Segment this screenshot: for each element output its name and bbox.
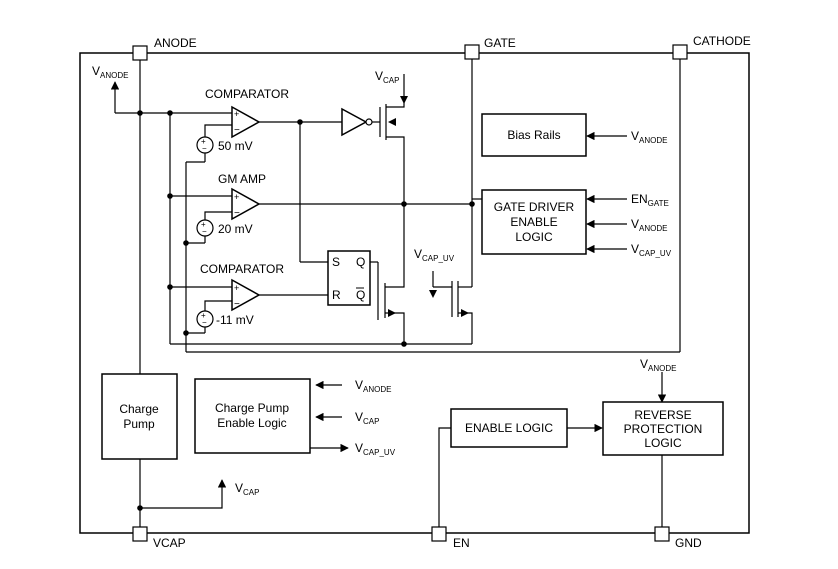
bias-rails-block: Bias Rails xyxy=(481,113,587,157)
inverter xyxy=(341,107,373,137)
svg-text:Pump: Pump xyxy=(123,417,155,431)
svg-text:EN: EN xyxy=(453,536,470,550)
label-vanode-reverse: VANODE xyxy=(640,357,676,373)
pin-vcap: VCAP xyxy=(132,526,186,550)
comparator-top-label: COMPARATOR xyxy=(205,87,289,101)
sr-latch: S R Q Q xyxy=(327,250,371,306)
gate-driver-block: GATE DRIVER ENABLE LOGIC xyxy=(481,189,587,255)
pin-gate: GATE xyxy=(464,36,516,60)
svg-text:−: − xyxy=(234,125,240,136)
charge-pump-enable-block: Charge Pump Enable Logic xyxy=(194,378,311,454)
svg-text:ENABLE LOGIC: ENABLE LOGIC xyxy=(465,421,553,435)
svg-text:Q: Q xyxy=(356,255,365,269)
label-vcap-pmos: VCAP xyxy=(375,69,399,85)
svg-text:Enable Logic: Enable Logic xyxy=(217,416,286,430)
svg-text:-11 mV: -11 mV xyxy=(216,313,254,327)
charge-pump-block: Charge Pump xyxy=(101,373,178,460)
label-vanode-cp: VANODE xyxy=(355,378,391,394)
svg-text:ANODE: ANODE xyxy=(154,36,197,50)
svg-text:Bias Rails: Bias Rails xyxy=(507,128,560,142)
svg-text:Q: Q xyxy=(356,288,365,302)
svg-text:GATE: GATE xyxy=(484,36,516,50)
svg-text:−: − xyxy=(202,318,207,327)
pin-anode: ANODE xyxy=(132,36,197,61)
enable-logic-block: ENABLE LOGIC xyxy=(450,408,568,448)
svg-text:R: R xyxy=(332,288,341,302)
label-vcap-uv-cp: VCAP_UV xyxy=(355,441,396,457)
label-vanode-left: VANODE xyxy=(92,64,128,80)
label-vcap-bottom: VCAP xyxy=(235,481,259,497)
comparator-top: + − COMPARATOR xyxy=(205,87,289,139)
label-en-gate: ENGATE xyxy=(631,192,669,208)
svg-text:+: + xyxy=(201,220,206,229)
svg-text:+: + xyxy=(201,137,206,146)
source-minus-11mv: + − -11 mV xyxy=(196,310,254,328)
comparator-bottom-label: COMPARATOR xyxy=(200,262,284,276)
pin-en: EN xyxy=(431,526,470,550)
label-vcap-cp: VCAP xyxy=(355,410,379,426)
label-vcap-uv-gate-driver: VCAP_UV xyxy=(631,242,672,258)
svg-text:+: + xyxy=(201,311,206,320)
source-20mv: + − 20 mV xyxy=(196,219,253,237)
svg-text:+: + xyxy=(234,283,239,293)
svg-text:GATE DRIVER: GATE DRIVER xyxy=(494,200,575,214)
svg-text:+: + xyxy=(234,192,239,202)
svg-text:20 mV: 20 mV xyxy=(218,222,253,236)
svg-text:50 mV: 50 mV xyxy=(218,139,253,153)
svg-text:GND: GND xyxy=(675,536,702,550)
svg-text:+: + xyxy=(234,109,239,119)
comparator-bottom: + − COMPARATOR xyxy=(200,262,284,312)
transistor-arrows xyxy=(388,96,469,317)
svg-text:Charge: Charge xyxy=(119,402,159,416)
svg-text:VCAP: VCAP xyxy=(153,536,186,550)
pin-gnd: GND xyxy=(654,526,702,550)
svg-text:ENABLE: ENABLE xyxy=(510,215,557,229)
signal-labels: VANODE VCAP VCAP_UV VANODE ENGATE VANODE… xyxy=(92,64,676,497)
svg-text:−: − xyxy=(202,227,207,236)
svg-text:PROTECTION: PROTECTION xyxy=(624,422,703,436)
junction-dots xyxy=(137,110,475,511)
device-outline xyxy=(79,52,750,534)
svg-text:CATHODE: CATHODE xyxy=(693,34,751,48)
label-vanode-bias: VANODE xyxy=(631,129,667,145)
svg-text:Charge Pump: Charge Pump xyxy=(215,401,289,415)
gm-amp: + − GM AMP xyxy=(218,172,266,221)
gm-amp-label: GM AMP xyxy=(218,172,266,186)
label-vanode-gate-driver: VANODE xyxy=(631,217,667,233)
pin-cathode: CATHODE xyxy=(672,34,751,60)
reverse-protection-block: REVERSE PROTECTION LOGIC xyxy=(602,401,724,456)
source-50mv: + − 50 mV xyxy=(196,136,253,154)
svg-text:−: − xyxy=(202,144,207,153)
svg-text:LOGIC: LOGIC xyxy=(515,230,553,244)
svg-text:−: − xyxy=(234,208,240,219)
svg-text:LOGIC: LOGIC xyxy=(644,436,682,450)
label-vcap-uv-mos: VCAP_UV xyxy=(414,247,455,263)
svg-text:−: − xyxy=(234,299,240,310)
svg-text:S: S xyxy=(332,255,340,269)
svg-text:REVERSE: REVERSE xyxy=(634,408,691,422)
wires xyxy=(110,58,681,527)
